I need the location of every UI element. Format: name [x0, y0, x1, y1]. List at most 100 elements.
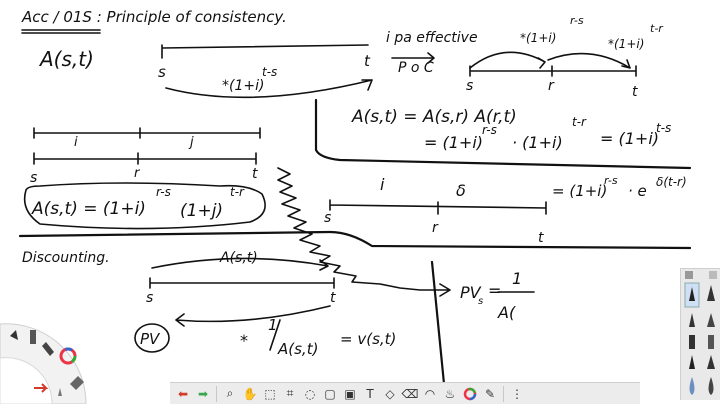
pv-s-sub: s	[478, 296, 483, 307]
top-factor: *(1+i)	[222, 78, 264, 94]
disc-frac-num: 1	[268, 316, 278, 334]
ml-i: i	[74, 135, 78, 150]
bottom-toolbar: ⬅ ➡ ⌕ ✋ ⬚ ⌗ ◌ ▢ ▣ T ◇ ⌫ ◠ ♨ ✎ ⋮	[170, 382, 640, 404]
pv-s-eq: =	[488, 281, 501, 300]
boxed-exp-b: t-r	[230, 185, 245, 199]
ml-timeline-2	[33, 152, 257, 165]
search-icon[interactable]: ⌕	[226, 386, 234, 400]
pen-tool-2-icon[interactable]	[707, 285, 715, 301]
more-icon[interactable]: ⋮	[511, 386, 523, 401]
mr-s: s	[324, 210, 331, 226]
disc-frac-slash	[269, 319, 281, 351]
a-s-t-label: A(s,t)	[38, 47, 94, 71]
title-text: Acc / 01S : Principle of consistency.	[21, 8, 287, 26]
mr-formula: = (1+i)	[552, 182, 607, 200]
highlighter-icon[interactable]: ◇	[385, 386, 395, 401]
palette-settings-icon[interactable]	[685, 271, 693, 279]
pen-tool-5-icon[interactable]	[689, 335, 695, 349]
rt-timeline	[469, 65, 637, 77]
radial-pen-icon[interactable]	[10, 330, 18, 340]
p-of-c: P o C	[398, 60, 434, 76]
text-icon[interactable]: T	[366, 386, 374, 401]
lasso-icon[interactable]: ◌	[304, 386, 316, 401]
palette-close-icon[interactable]	[709, 271, 717, 279]
toolbar-separator	[503, 385, 504, 402]
rt-r: r	[548, 78, 555, 94]
p-of-c-arrow	[391, 52, 435, 64]
eraser-icon[interactable]: ⌫	[401, 386, 419, 401]
boxed-formula-a: A(s,t) = (1+i)	[31, 199, 146, 219]
pen-tool-9-icon[interactable]	[689, 377, 695, 395]
disc-t: t	[330, 290, 336, 306]
rt-factor-right: *(1+i)	[608, 37, 644, 51]
radial-color-icon[interactable]	[59, 347, 77, 365]
i-pa-effective: i pa effective	[386, 30, 478, 46]
ml-timeline-1	[33, 127, 261, 139]
shape-icon[interactable]: ◠	[424, 386, 436, 401]
mr-timeline	[329, 199, 547, 215]
disc-timeline	[149, 277, 335, 289]
toolbar-separator	[216, 385, 217, 402]
image-icon[interactable]: ▣	[344, 386, 356, 401]
color-wheel-icon[interactable]	[461, 385, 479, 403]
pen-tool-10-icon[interactable]	[708, 377, 714, 395]
top-arrow	[165, 79, 373, 99]
disc-star: *	[240, 331, 248, 350]
eq2-b-exp: t-r	[572, 115, 587, 129]
ml-t: t	[252, 166, 258, 182]
rt-arc-left	[469, 51, 546, 69]
top-timeline	[161, 44, 369, 59]
pen-icon[interactable]: ✎	[484, 386, 496, 401]
radial-menu-graphic	[0, 323, 87, 405]
disc-frac-den: A(s,t)	[277, 340, 318, 358]
pen-tool-1-icon[interactable]	[684, 282, 700, 308]
disc-top-arrow	[151, 257, 329, 271]
eq2-c-exp: t-s	[656, 121, 671, 135]
mr-formula-exp: r-s	[604, 174, 618, 187]
boxed-exp-a: r-s	[156, 185, 171, 199]
eq2-a-exp: r-s	[482, 123, 497, 137]
boxed-formula-b: (1+j)	[180, 201, 223, 221]
pen-tool-4-icon[interactable]	[707, 313, 715, 327]
eq2-a: = (1+i)	[424, 133, 483, 152]
radial-undo-icon[interactable]	[34, 383, 49, 393]
radial-pan-icon[interactable]	[58, 388, 62, 396]
title-underline	[21, 29, 101, 34]
top-s: s	[158, 63, 166, 81]
eq2-b: · (1+i)	[512, 133, 563, 152]
crop-icon[interactable]: ⌗	[286, 386, 294, 400]
radial-eraser-icon[interactable]	[70, 376, 84, 390]
divider-vertical	[430, 260, 448, 404]
disc-s: s	[146, 290, 153, 306]
undo-icon[interactable]: ⬅	[177, 386, 189, 401]
rt-factor-left: *(1+i)	[520, 31, 556, 45]
mr-r: r	[432, 220, 439, 236]
mr-formula-b: · e	[628, 182, 647, 200]
ml-s: s	[30, 170, 37, 186]
pen-tool-7-icon[interactable]	[689, 355, 695, 369]
pen-tool-8-icon[interactable]	[707, 355, 715, 369]
pv-s-den: A(	[497, 303, 516, 322]
pen-tool-3-icon[interactable]	[689, 313, 695, 327]
redo-icon[interactable]: ➡	[197, 386, 209, 401]
paint-icon[interactable]: ♨	[444, 386, 456, 401]
divider-discounting	[18, 230, 692, 250]
mr-formula-b-exp: δ(t-r)	[656, 175, 687, 189]
ml-j: j	[188, 135, 194, 150]
radial-highlighter-icon[interactable]	[30, 330, 36, 344]
pan-icon[interactable]: ✋	[242, 386, 258, 401]
pen-tool-6-icon[interactable]	[708, 335, 714, 349]
mr-i: i	[380, 175, 385, 194]
disc-bottom-arrow	[175, 305, 331, 327]
radial-tool-menu[interactable]	[0, 318, 112, 405]
rt-arc-right	[547, 52, 631, 69]
boxed-formula-border	[23, 182, 266, 230]
rt-factor-right-exp: t-r	[650, 22, 664, 35]
pv-circle	[134, 323, 170, 353]
discounting-label: Discounting.	[22, 250, 110, 266]
rectangle-icon[interactable]: ▢	[324, 386, 336, 401]
mr-t: t	[538, 230, 544, 246]
radial-marker-icon[interactable]	[42, 342, 54, 356]
select-icon[interactable]: ⬚	[264, 386, 276, 401]
